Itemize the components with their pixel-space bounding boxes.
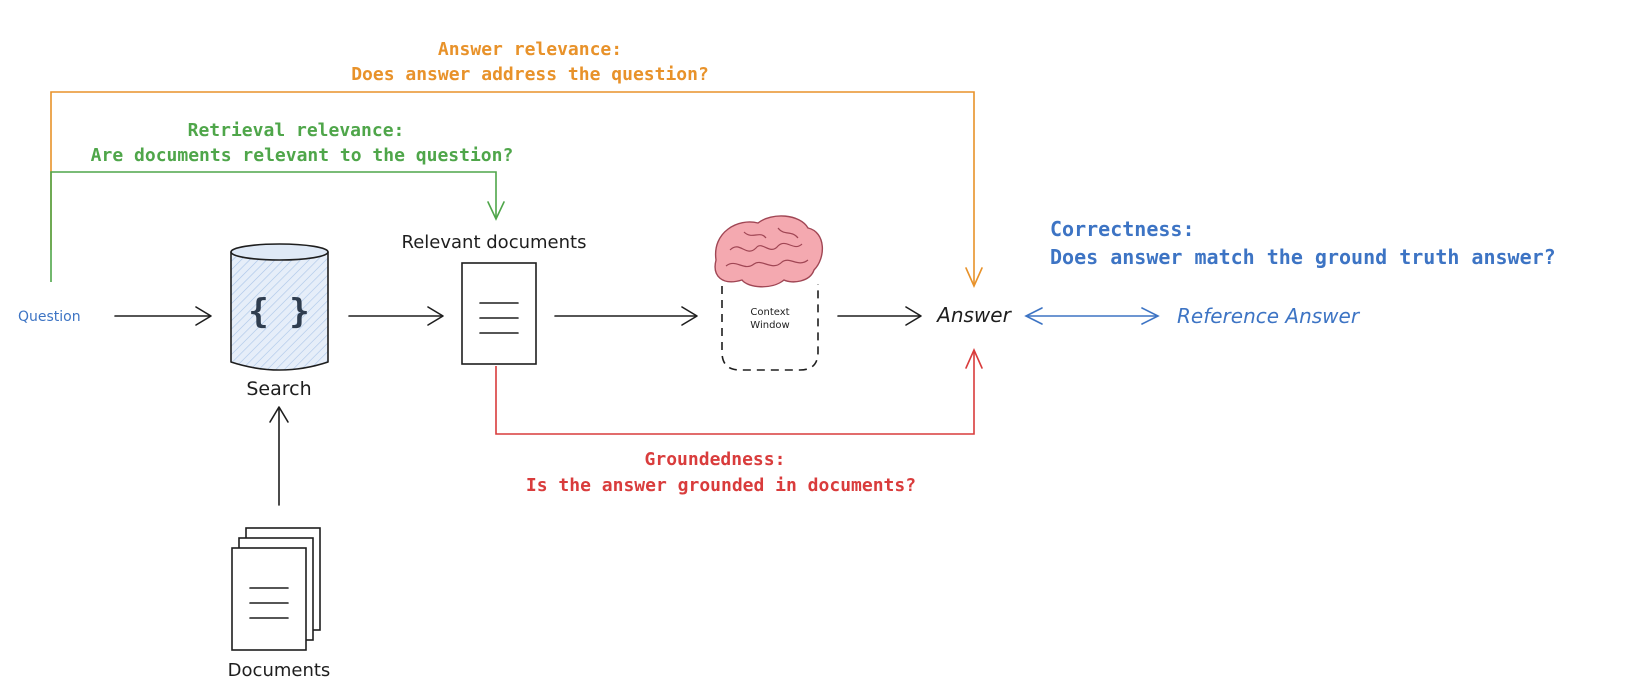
answer-relevance-arrowhead xyxy=(965,267,983,288)
correctness-arrowhead-left xyxy=(1024,307,1043,325)
retrieval-relevance-connector xyxy=(50,171,497,282)
context-window-line2: Window xyxy=(750,320,789,331)
document-icon xyxy=(461,262,537,365)
answer-relevance-question: Does answer address the question? xyxy=(351,64,709,85)
search-glyph: { } xyxy=(248,292,309,332)
context-window-line1: Context xyxy=(750,307,789,318)
retrieval-relevance-arrowhead xyxy=(487,201,505,221)
retrieval-relevance-question: Are documents relevant to the question? xyxy=(91,145,514,166)
answer-relevance-connector xyxy=(50,91,975,284)
retrieval-relevance-title: Retrieval relevance: xyxy=(188,120,405,141)
retrieval-relevance-metric: Retrieval relevance: Are documents relev… xyxy=(50,120,514,282)
document-stack-icon xyxy=(231,527,321,651)
search-to-relevant-docs-arrow xyxy=(348,306,444,326)
answer-relevance-metric: Answer relevance: Does answer address th… xyxy=(50,39,983,288)
groundedness-connector xyxy=(495,352,975,435)
reference-answer-label: Reference Answer xyxy=(1177,304,1361,328)
relevant-docs-to-context-arrow xyxy=(554,306,698,326)
brain-icon xyxy=(714,215,823,288)
context-to-answer-arrow xyxy=(837,306,922,326)
search-label: Search xyxy=(246,378,311,400)
question-to-search-arrow xyxy=(114,306,212,326)
context-window: Context Window xyxy=(721,284,819,371)
groundedness-question: Is the answer grounded in documents? xyxy=(526,475,916,496)
documents-to-search-arrow xyxy=(269,406,289,506)
correctness-arrowhead-right xyxy=(1141,307,1160,325)
relevant-documents-label: Relevant documents xyxy=(402,232,587,253)
documents-label: Documents xyxy=(228,660,331,681)
groundedness-title: Groundedness: xyxy=(645,449,786,470)
question-label: Question xyxy=(18,309,81,325)
database-icon: { } xyxy=(230,243,329,371)
correctness-title: Correctness: xyxy=(1050,217,1195,241)
correctness-metric: Correctness: Does answer match the groun… xyxy=(1024,217,1556,325)
groundedness-metric: Groundedness: Is the answer grounded in … xyxy=(495,348,983,496)
groundedness-arrowhead xyxy=(965,348,983,369)
correctness-question: Does answer match the ground truth answe… xyxy=(1050,245,1556,269)
answer-label: Answer xyxy=(935,303,1012,327)
answer-relevance-title: Answer relevance: xyxy=(438,39,622,60)
